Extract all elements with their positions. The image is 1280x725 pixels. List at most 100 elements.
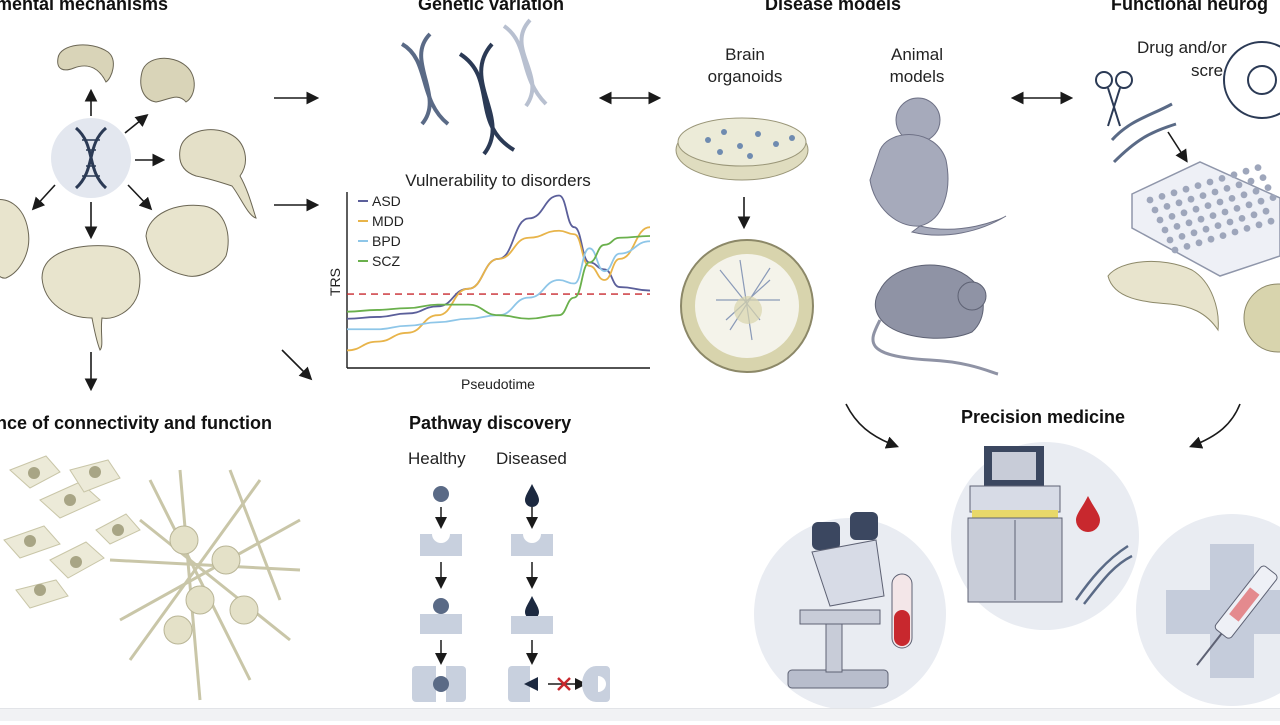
healthy-bound-receptor <box>420 614 462 634</box>
header-connectivity: nce of connectivity and function <box>0 413 273 433</box>
healthy-bound-ligand <box>433 598 449 614</box>
organoid <box>680 239 814 373</box>
fetal-brain-stage4 <box>145 204 229 277</box>
plate-well <box>1161 226 1169 234</box>
plate-well <box>1242 167 1250 175</box>
plate-well <box>1252 187 1260 195</box>
healthy-receptor <box>420 534 462 556</box>
chart-line-asd <box>346 194 651 320</box>
plate-well <box>1163 203 1171 210</box>
plate-well <box>1264 184 1272 192</box>
plate-well <box>1231 228 1239 236</box>
plate-well <box>1185 219 1193 227</box>
panel-arrows <box>274 91 1241 449</box>
chart-x-label: Pseudotime <box>461 376 535 392</box>
plate-well <box>1228 195 1236 202</box>
plate-well <box>1262 207 1270 215</box>
plate-well <box>1158 193 1166 200</box>
syringe-icon <box>1196 565 1278 666</box>
pathway-panel <box>412 484 610 702</box>
header-genetic: Genetic variation <box>418 0 565 14</box>
label-healthy: Healthy <box>408 449 466 468</box>
header-disease: Disease models <box>765 0 902 14</box>
blood-drop-icon <box>1076 496 1100 532</box>
legend-label-bpd: BPD <box>372 233 401 249</box>
plate-well <box>1151 206 1159 214</box>
developmental-panel <box>0 44 257 392</box>
diseased-receptor <box>511 534 553 556</box>
diseased-bound-ligand <box>525 596 539 619</box>
mouse-illustration <box>871 264 999 376</box>
plate-well <box>1206 178 1214 186</box>
chart-line-scz <box>346 235 651 320</box>
plate-well <box>1240 191 1248 199</box>
plate-well <box>1199 192 1207 200</box>
plate-well <box>1259 174 1267 182</box>
plate-well <box>1182 185 1190 193</box>
plate-well <box>1187 195 1195 203</box>
plate-well <box>1257 197 1265 205</box>
label-brain-organoids-line1: Brain <box>725 45 765 64</box>
plate-well <box>1211 188 1219 196</box>
legend-label-asd: ASD <box>372 193 401 209</box>
plate-well <box>1269 194 1277 202</box>
plate-well <box>1166 236 1174 244</box>
plate-well <box>1192 205 1200 213</box>
healthy-pathway <box>412 486 466 702</box>
neurons-sparse <box>3 455 141 609</box>
vulnerability-chart: Vulnerability to disordersPseudotimeTRSA… <box>327 171 651 392</box>
dna-small-icon <box>1074 544 1133 605</box>
disc-drive-icon <box>1223 41 1280 119</box>
embryo-brain-stage1 <box>57 44 114 83</box>
plate-well <box>1168 213 1176 220</box>
infant-brain <box>41 245 141 351</box>
plate-well <box>1245 201 1253 209</box>
embryo-brain-stage2 <box>140 57 195 103</box>
plate-well <box>1183 243 1191 250</box>
header-developmental: mental mechanisms <box>0 0 169 14</box>
plate-well <box>1216 198 1224 206</box>
plate-well <box>1175 199 1183 207</box>
header-functional: Functional neurog <box>1111 0 1268 14</box>
plate-well <box>1255 221 1263 229</box>
petri-dish <box>675 117 809 181</box>
legend-label-mdd: MDD <box>372 213 404 229</box>
diseased-pathway <box>508 484 610 702</box>
plate-well <box>1195 239 1203 247</box>
plate-well <box>1247 177 1255 185</box>
plate-well <box>1202 225 1210 233</box>
plate-well <box>1209 212 1217 220</box>
plate-well <box>1250 211 1258 219</box>
well-plate <box>1131 161 1280 277</box>
plate-well <box>1230 171 1238 179</box>
plate-well <box>1171 246 1179 254</box>
scissors-icon <box>1095 71 1133 127</box>
monkey-illustration <box>869 97 1007 236</box>
plate-well <box>1194 182 1202 190</box>
legend-label-scz: SCZ <box>372 253 400 269</box>
plate-well <box>1223 185 1231 192</box>
label-diseased: Diseased <box>496 449 567 468</box>
dna-hub-icon <box>74 126 108 190</box>
chart-line-bpd <box>347 240 651 331</box>
dna-helix-right <box>502 18 548 108</box>
dna-helix-center <box>458 42 516 156</box>
plate-well <box>1146 196 1154 204</box>
sequencer-circle <box>951 442 1139 630</box>
plate-well <box>1197 215 1205 223</box>
plate-well <box>1156 216 1164 224</box>
label-drug-screen-line2: scre <box>1191 61 1224 80</box>
plate-well <box>1233 205 1241 212</box>
dna-helix-left <box>400 32 450 126</box>
plate-well <box>1190 229 1198 237</box>
plate-well <box>1238 215 1246 222</box>
hub-arrows <box>31 88 166 392</box>
plate-well <box>1180 209 1188 217</box>
chart-y-label: TRS <box>327 268 343 296</box>
label-drug-screen-line1: Drug and/or <box>1137 38 1227 57</box>
healthy-signal <box>433 676 449 692</box>
microscope-circle <box>754 512 946 710</box>
diseased-ligand <box>525 484 539 507</box>
